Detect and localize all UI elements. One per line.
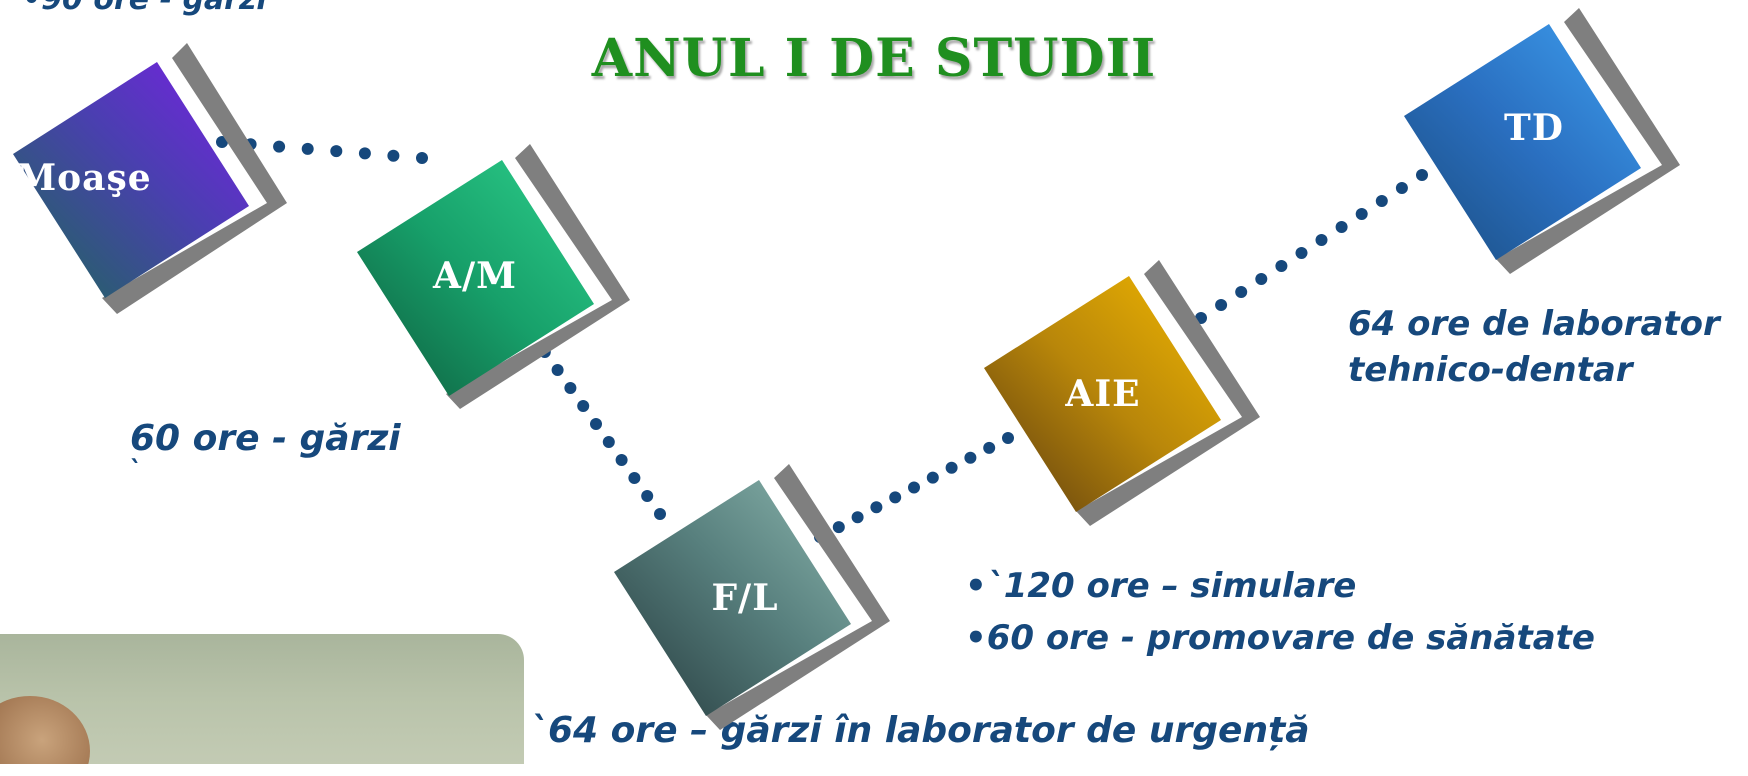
node-am-shadow <box>446 144 630 409</box>
photo-image <box>0 634 524 764</box>
connector-dot-moase-am <box>301 142 314 155</box>
connector-dot-fl-aie <box>889 491 902 504</box>
connector-dot-fl-aie <box>983 441 996 454</box>
node-td-shape <box>1404 24 1641 260</box>
connector-dot-fl-aie <box>964 451 977 464</box>
connector-dot-moase-am <box>330 145 343 158</box>
connector-dot-aie-td <box>1275 260 1288 272</box>
connector-dot-fl-aie <box>926 471 939 484</box>
node-am-label: A/M <box>433 255 517 297</box>
connector-dot-fl-aie <box>908 481 920 494</box>
connector-dot-am-fl <box>641 490 654 502</box>
connector-dot-am-fl <box>615 454 628 466</box>
connector-dot-moase-am <box>273 140 286 153</box>
connector-dot-moase-am <box>358 147 371 160</box>
node-fl-shape <box>614 480 851 716</box>
connector-dot-aie-td <box>1215 299 1228 311</box>
connector-dot-aie-td <box>1355 208 1368 220</box>
connector-dot-aie-td <box>1315 234 1328 246</box>
connector-dot-moase-am <box>416 152 428 164</box>
node-aie-label: AIE <box>1065 373 1141 415</box>
node-fl-label: F/L <box>711 577 779 619</box>
node-aie-shape <box>984 276 1221 512</box>
connector-dot-fl-aie <box>945 461 958 474</box>
am-hours-note: 60 ore - gărzi <box>130 418 401 459</box>
connector-dot-aie-td <box>1255 273 1268 285</box>
node-aie-shadow <box>1076 260 1260 526</box>
connector-dot-am-fl <box>577 400 590 412</box>
node-td-label: TD <box>1503 107 1564 149</box>
connector-dot-aie-td <box>1235 286 1248 298</box>
connector-fl-aie <box>814 432 1014 543</box>
connector-dot-am-fl <box>564 382 577 394</box>
aie-hours-note-2: •60 ore - promovare de sănătate <box>965 618 1595 658</box>
node-moase: Moaşe <box>0 28 314 348</box>
node-td-shadow <box>1496 8 1680 274</box>
am-hours-mark: ` <box>128 456 141 486</box>
connector-dot-aie-td <box>1416 169 1428 181</box>
connector-dot-am-fl <box>628 472 641 484</box>
node-moase-shape <box>13 62 249 298</box>
td-hours-note-2: tehnico-dentar <box>1348 350 1633 390</box>
connector-dot-am-fl <box>590 418 602 430</box>
connector-dot-fl-aie <box>1002 432 1014 444</box>
connector-dot-moase-am <box>216 136 228 148</box>
moase-hours-note: •90 ore - gărzi <box>22 0 267 17</box>
connector-dot-aie-td <box>1375 195 1388 207</box>
node-moase-label: Moaşe <box>16 157 152 199</box>
connector-dot-moase-am <box>387 149 400 162</box>
node-moase-shadow <box>102 43 287 314</box>
connector-aie-td <box>1195 169 1428 324</box>
connector-dot-am-fl <box>551 364 564 376</box>
connector-dot-aie-td <box>1335 221 1348 233</box>
node-td: TD <box>1399 8 1719 328</box>
connector-dot-aie-td <box>1395 182 1408 194</box>
page-title: ANUL I DE STUDII <box>591 28 1157 89</box>
connector-dot-aie-td <box>1295 247 1308 259</box>
node-fl: F/L <box>610 456 930 776</box>
connector-dot-fl-aie <box>832 521 845 534</box>
td-hours-note-1: 64 ore de laborator <box>1348 304 1720 344</box>
node-am: A/M <box>350 124 670 444</box>
aie-hours-note-1: •`120 ore – simulare <box>965 566 1357 606</box>
connector-dot-am-fl <box>654 508 666 520</box>
node-aie: AIE <box>982 258 1302 578</box>
node-fl-shadow <box>706 464 890 730</box>
fl-hours-note: `64 ore – gărzi în laborator de urgență <box>530 710 1310 751</box>
connector-dot-am-fl <box>602 436 615 448</box>
node-am-shape <box>357 160 594 396</box>
connector-dot-fl-aie <box>870 501 883 514</box>
connector-dot-fl-aie <box>851 511 864 524</box>
